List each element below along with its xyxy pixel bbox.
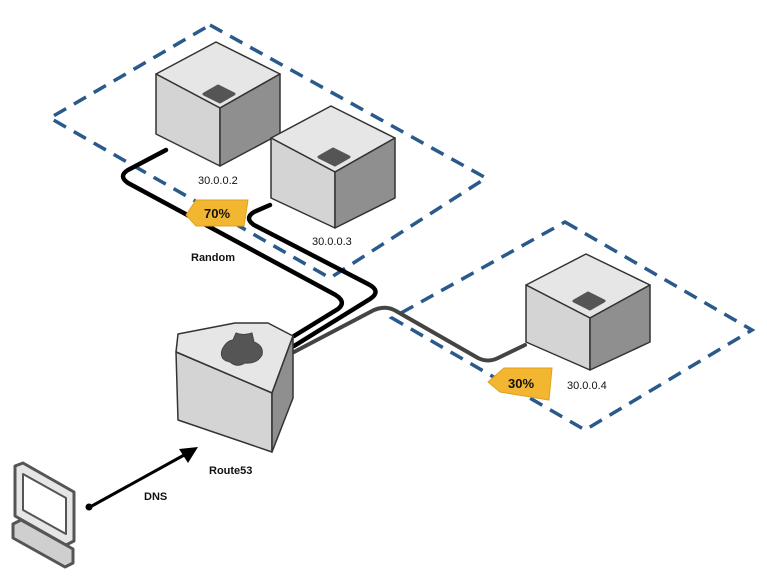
server-cube-icon — [155, 41, 281, 167]
routing-policy-label: Random — [191, 252, 235, 264]
server-2[interactable] — [270, 105, 396, 229]
server-cube-icon — [525, 253, 651, 371]
server-3[interactable] — [525, 253, 651, 371]
server-1[interactable] — [155, 41, 281, 167]
zone-a-boundary — [46, 22, 490, 281]
link-server-2 — [246, 202, 378, 349]
server-2-label: 30.0.0.3 — [312, 236, 352, 248]
server-1-label: 30.0.0.2 — [198, 175, 238, 187]
server-cube-icon — [270, 105, 396, 229]
route53-router-icon — [175, 322, 294, 453]
weight-badge-a: 70% — [185, 199, 249, 227]
router-label: Route53 — [209, 465, 252, 477]
weight-badge-b: 30% — [487, 367, 553, 401]
dns-label: DNS — [144, 491, 167, 503]
zone-b-boundary — [388, 219, 756, 433]
client-computer[interactable] — [11, 461, 76, 569]
link-server-1 — [120, 147, 345, 339]
route53-router[interactable] — [175, 322, 294, 453]
dns-query-arrow — [85, 447, 198, 511]
link-server-3 — [292, 305, 527, 363]
server-3-label: 30.0.0.4 — [567, 380, 607, 392]
weight-label-a: 70% — [204, 206, 230, 221]
weight-label-b: 30% — [508, 376, 534, 391]
computer-monitor-icon — [11, 461, 76, 569]
